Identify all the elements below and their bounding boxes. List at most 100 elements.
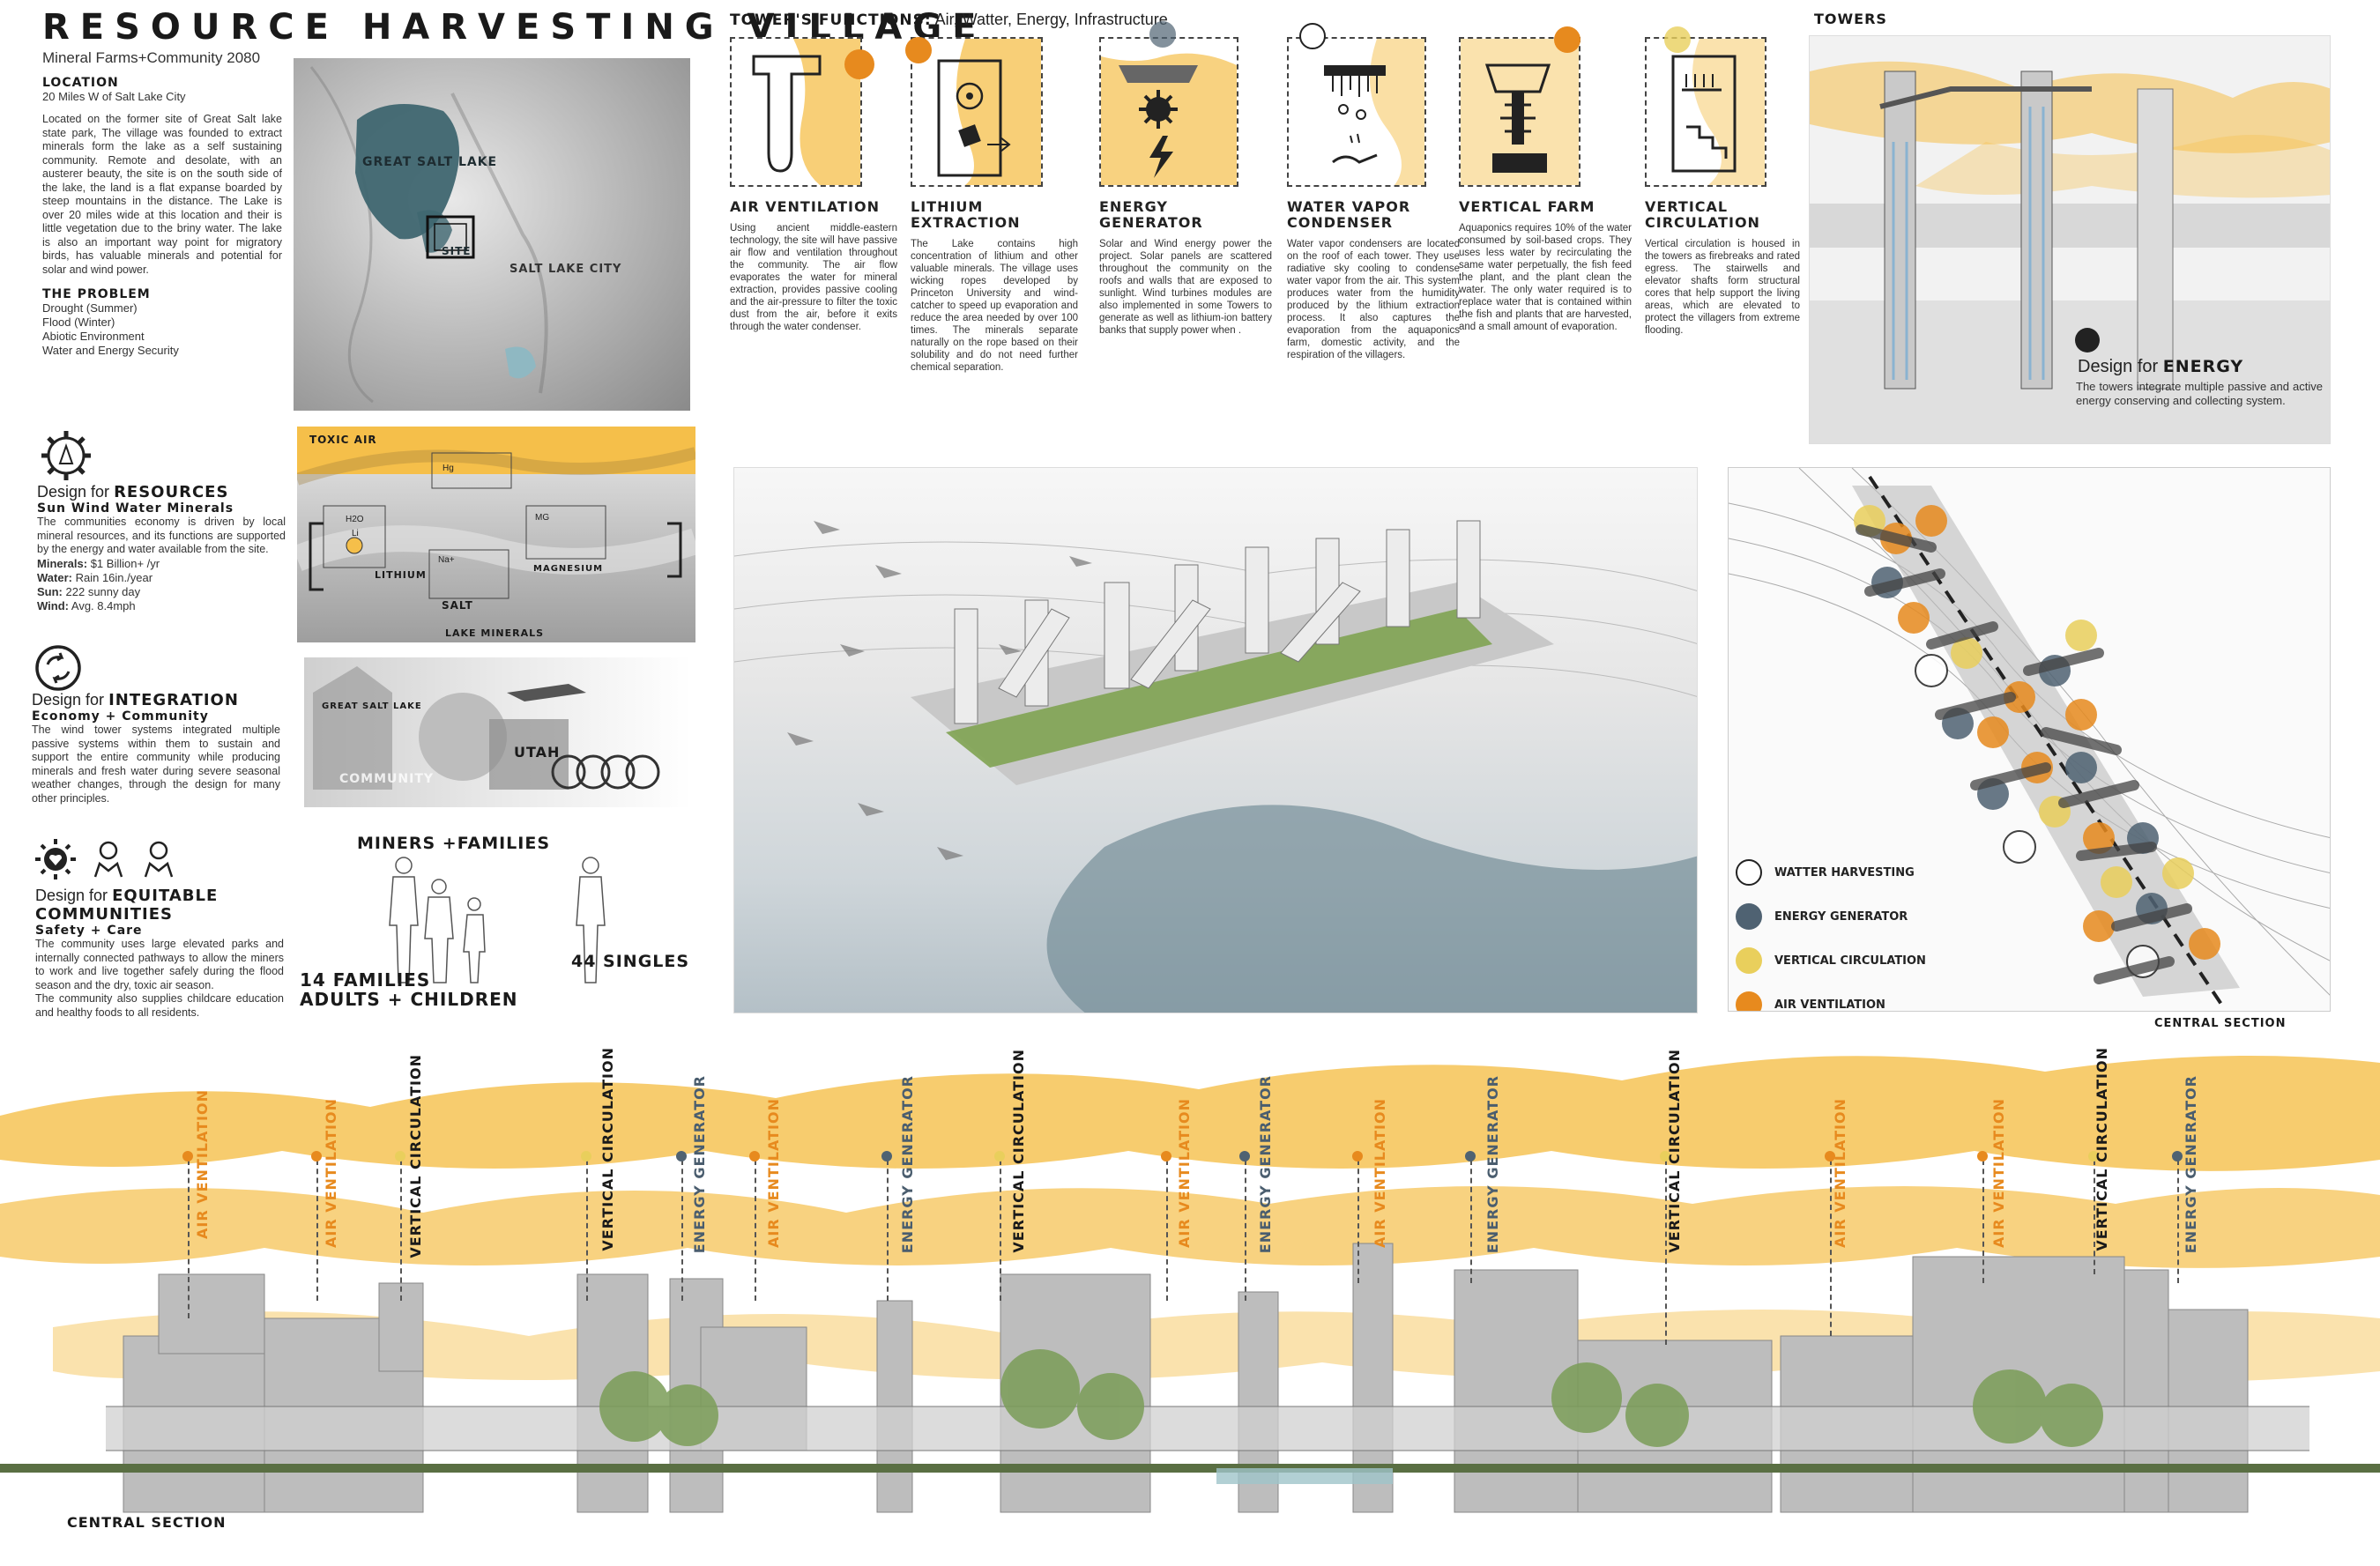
- resources-block: Design for RESOURCES Sun Wind Water Mine…: [37, 483, 286, 613]
- minerals-panel: TOXIC AIR Hg H2O Li LITHIUM Na+ SALT MG …: [297, 427, 695, 642]
- towers-energy-text: The towers integrate multiple passive an…: [2076, 380, 2323, 407]
- equitable-prefix: Design for: [35, 887, 108, 904]
- stat-key: Water:: [37, 570, 72, 584]
- function-name: VERTICAL FARM: [1459, 198, 1595, 215]
- vertical-farm-dot: [1554, 26, 1580, 53]
- section-label: ENERGY GENERATOR: [1257, 1075, 1274, 1254]
- people-heading: MINERS +FAMILIES: [357, 834, 551, 853]
- singles-count: 44 SINGLES: [571, 952, 690, 971]
- resources-sub: Sun Wind Water Minerals: [37, 501, 234, 516]
- stat-value: $1 Billion+ /yr: [90, 556, 160, 570]
- plan-legend: WATTER HARVESTING ENERGY GENERATOR VERTI…: [1736, 859, 1926, 1011]
- mineral-hg: Hg: [443, 464, 454, 473]
- mineral-li: Li: [352, 529, 359, 538]
- water-vapor-diagram: [1287, 23, 1426, 187]
- section-label: VERTICAL CIRCULATION: [1010, 1049, 1027, 1253]
- integration-heading: INTEGRATION: [108, 691, 239, 709]
- function-name: AIR VENTILATION: [730, 198, 880, 215]
- integration-prefix: Design for: [32, 691, 105, 709]
- integration-sub: Economy + Community: [32, 709, 209, 724]
- collage-label-lake: GREAT SALT LAKE: [322, 701, 422, 711]
- section-label: VERTICAL CIRCULATION: [407, 1054, 424, 1258]
- legend-label: VERTICAL CIRCULATION: [1774, 954, 1926, 968]
- legend-label: WATTER HARVESTING: [1774, 865, 1915, 879]
- function-text: Vertical circulation is housed in the to…: [1645, 239, 1800, 336]
- section-leader: [755, 1160, 756, 1301]
- lithium-diagram: [905, 37, 1043, 187]
- stat-value: 222 sunny day: [65, 584, 141, 598]
- functions-heading: TOWER'S FUNCTIONS:: [730, 11, 932, 29]
- legend-swatch-air: [1736, 991, 1762, 1011]
- site-map: GREAT SALT LAKE SITE SALT LAKE CITY: [294, 58, 690, 411]
- map-label-lake: GREAT SALT LAKE: [362, 155, 498, 169]
- location-heading: LOCATION: [42, 76, 119, 90]
- integration-text: The wind tower systems integrated multip…: [32, 724, 280, 805]
- function-text: Using ancient middle-eastern technology,…: [730, 223, 897, 332]
- resources-heading: RESOURCES: [114, 483, 229, 501]
- location-place: 20 Miles W of Salt Lake City: [42, 90, 186, 103]
- lithium-dot: [905, 37, 932, 63]
- equitable-sub: Safety + Care: [35, 924, 143, 938]
- map-label-city: SALT LAKE CITY: [509, 263, 622, 276]
- minerals-top-label: TOXIC AIR: [309, 434, 377, 446]
- cycle-icon: [33, 643, 83, 693]
- function-text: Aquaponics requires 10% of the water con…: [1459, 223, 1632, 332]
- community-icons: [33, 837, 194, 881]
- section-dot: [182, 1151, 193, 1162]
- towers-heading: TOWERS: [1814, 11, 1887, 27]
- section-dot: [1161, 1151, 1171, 1162]
- plan-caption: CENTRAL SECTION: [2154, 1017, 2287, 1030]
- function-vertical-circulation: VERTICAL CIRCULATION Vertical circulatio…: [1645, 26, 1800, 337]
- stat-value: Rain 16in./year: [75, 570, 153, 584]
- mineral-na: Na+: [438, 555, 455, 565]
- section-leader: [1982, 1160, 1984, 1283]
- functions-heading-line: TOWER'S FUNCTIONS: Air, Watter, Energy, …: [730, 11, 1168, 29]
- section-leader: [1830, 1160, 1832, 1336]
- function-energy-generator: ENERGY GENERATOR Solar and Wind energy p…: [1099, 21, 1272, 337]
- collage-label-utah: UTAH: [514, 744, 561, 761]
- towers-energy-prefix: Design for: [2078, 357, 2159, 376]
- resources-prefix: Design for: [37, 483, 110, 501]
- function-name: LITHIUM EXTRACTION: [911, 198, 1021, 231]
- vertical-circulation-diagram: [1645, 26, 1766, 187]
- functions-heading-rest: Air, Watter, Energy, Infrastructure: [934, 11, 1168, 28]
- section-leader: [681, 1160, 683, 1301]
- function-vertical-farm: VERTICAL FARM Aquaponics requires 10% of…: [1459, 26, 1632, 333]
- function-text: Solar and Wind energy power the project.…: [1099, 239, 1272, 336]
- function-text: The Lake contains high concentration of …: [911, 239, 1078, 373]
- section-leader: [2177, 1160, 2179, 1283]
- vertical-farm-diagram: [1459, 26, 1580, 187]
- equitable-heading: EQUITABLE COMMUNITIES: [35, 887, 219, 924]
- stat-key: Wind:: [37, 598, 69, 612]
- section-label: AIR VENTILATION: [765, 1098, 782, 1248]
- section-dot: [311, 1151, 322, 1162]
- legend-label: ENERGY GENERATOR: [1774, 909, 1908, 924]
- section-dot: [1977, 1151, 1988, 1162]
- function-name: VERTICAL CIRCULATION: [1645, 198, 1760, 231]
- equitable-text-1: The community uses large elevated parks …: [35, 938, 284, 991]
- energy-diagram: [1099, 21, 1238, 187]
- problem-item: Abiotic Environment: [42, 330, 145, 343]
- energy-dot: [1149, 21, 1176, 48]
- problem-item: Drought (Summer): [42, 301, 138, 315]
- section-dot: [1239, 1151, 1250, 1162]
- section-leader: [1665, 1160, 1667, 1345]
- resources-text: The communities economy is driven by loc…: [37, 516, 286, 555]
- section-leader: [400, 1160, 402, 1301]
- problem-item: Water and Energy Security: [42, 344, 179, 357]
- problem-heading: THE PROBLEM: [42, 287, 151, 301]
- section-caption: CENTRAL SECTION: [67, 1514, 227, 1531]
- section-dot: [1465, 1151, 1476, 1162]
- air-ventilation-diagram: [730, 37, 874, 187]
- section-dot: [395, 1151, 405, 1162]
- location-block: LOCATION 20 Miles W of Salt Lake City Lo…: [42, 76, 282, 358]
- section-label: ENERGY GENERATOR: [899, 1075, 916, 1254]
- legend-item: AIR VENTILATION: [1736, 991, 1926, 1011]
- function-air-ventilation: AIR VENTILATION Using ancient middle-eas…: [730, 37, 897, 333]
- section-label: ENERGY GENERATOR: [1484, 1075, 1501, 1254]
- function-name: WATER VAPOR CONDENSER: [1287, 198, 1411, 231]
- mineral-h2o: H2O: [346, 515, 364, 524]
- section-label: AIR VENTILATION: [323, 1098, 339, 1248]
- integration-block: Design for INTEGRATION Economy + Communi…: [32, 691, 280, 805]
- section-label: AIR VENTILATION: [1990, 1098, 2007, 1248]
